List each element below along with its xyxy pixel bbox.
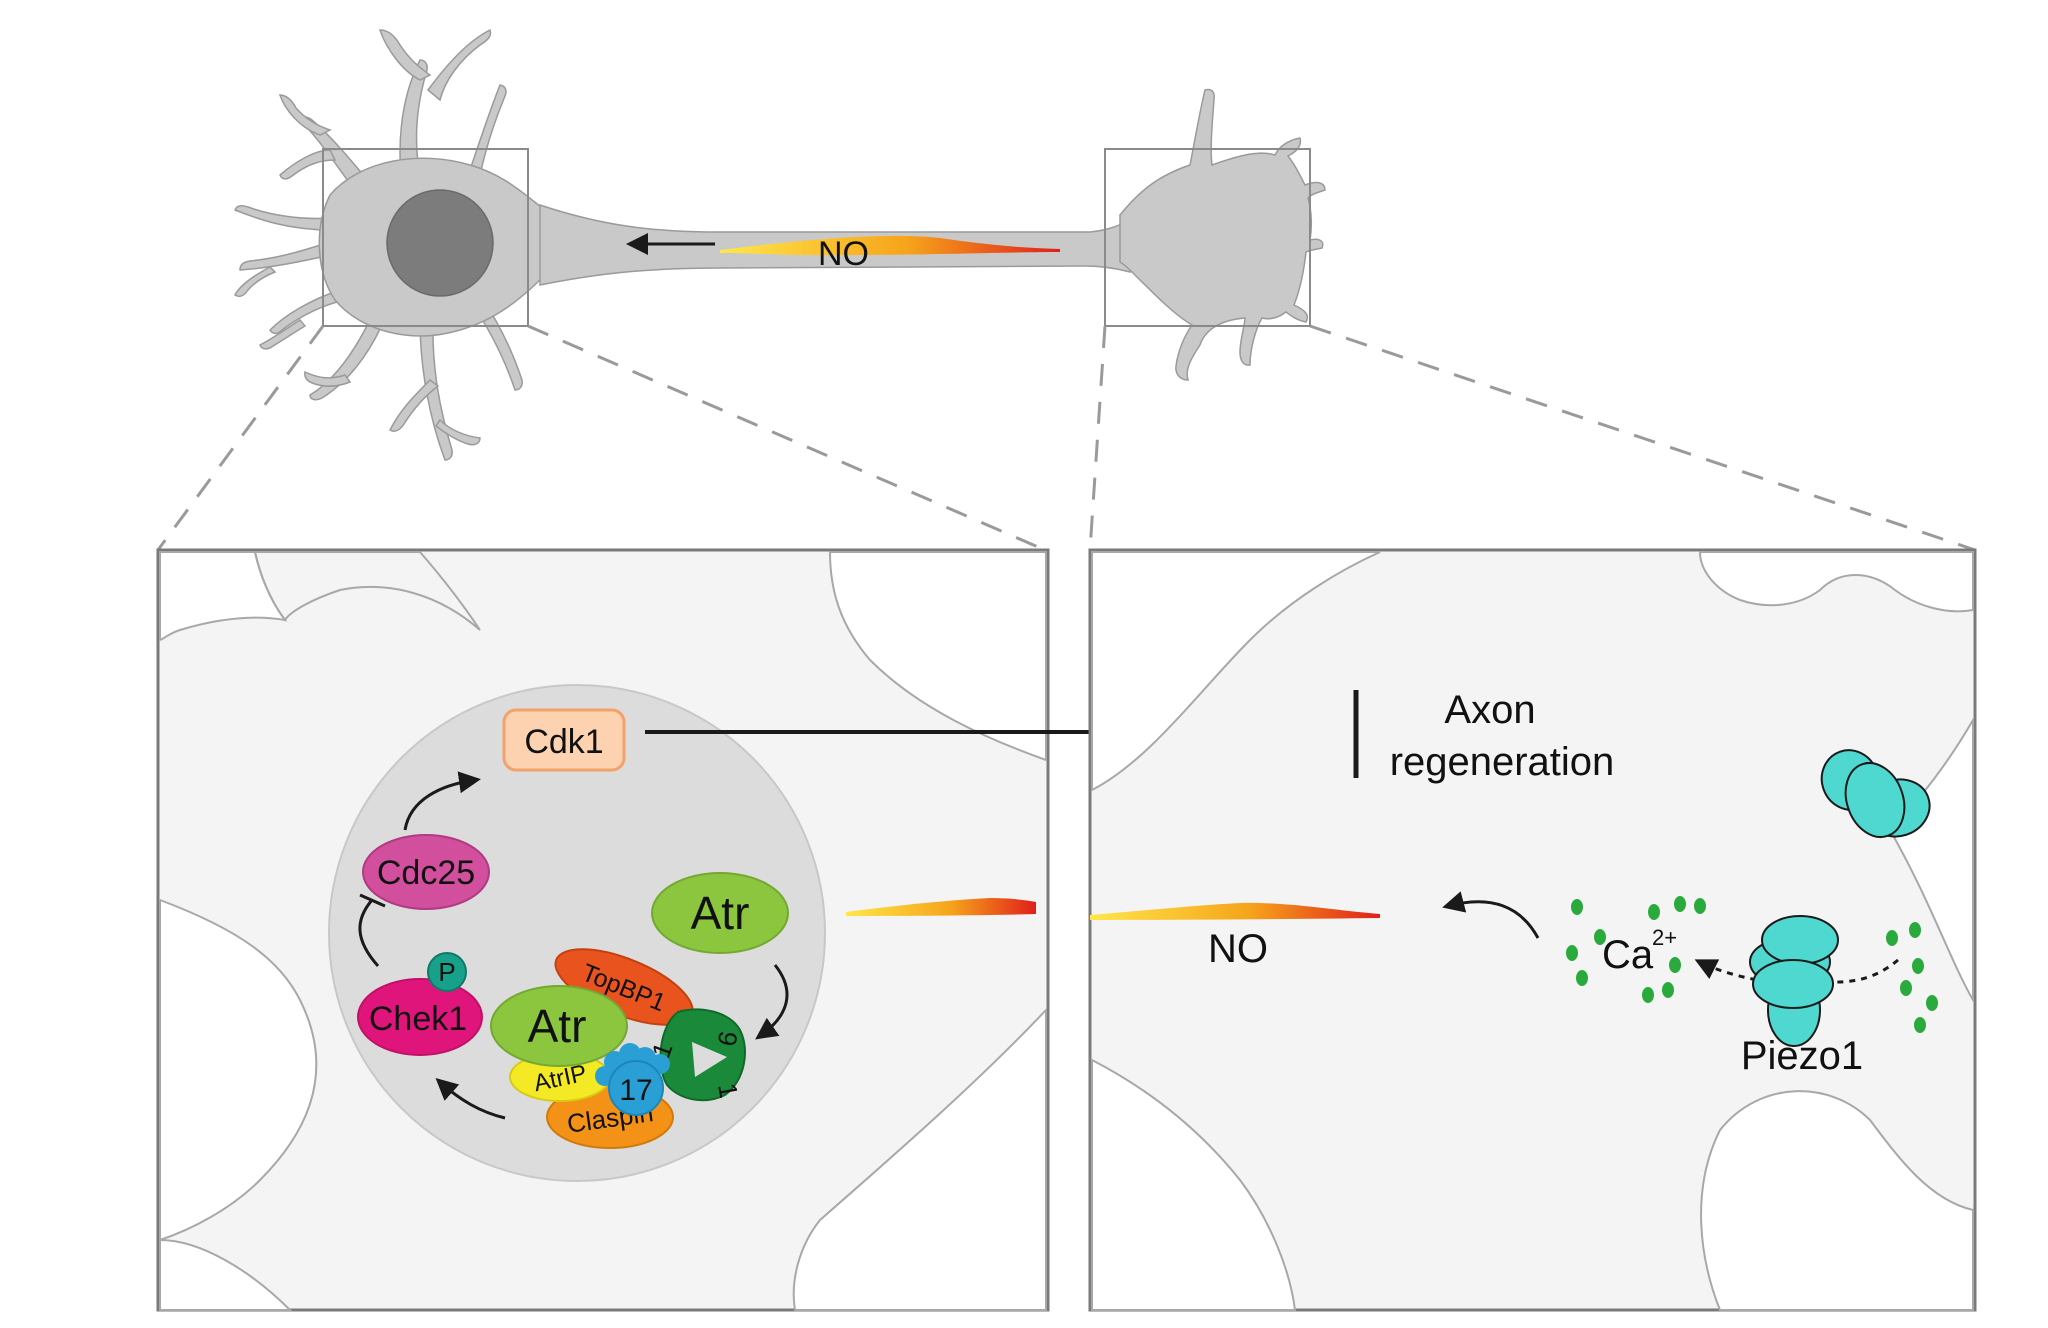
soma-membrane-outlines	[159, 551, 1047, 1311]
regeneration-label: regeneration	[1390, 740, 1615, 784]
phospho-group: P	[427, 952, 467, 992]
neuron: NO	[234, 28, 1326, 461]
arrow-atr-to-complex	[755, 964, 789, 1040]
svg-text:Atr: Atr	[528, 1000, 587, 1052]
axon-label: Axon	[1444, 688, 1535, 732]
arrow-cdc25-to-cdk1	[403, 771, 481, 831]
no-gradient-soma	[846, 898, 1036, 916]
no-gradient-growth-cone	[1090, 902, 1380, 920]
piezo1-label: Piezo1	[1741, 1034, 1863, 1078]
growth-cone	[1119, 88, 1326, 381]
svg-text:Chek1: Chek1	[369, 1000, 467, 1038]
piezo1-membrane	[1820, 749, 1931, 838]
atr-complex: Atr	[490, 985, 628, 1067]
svg-text:Ca: Ca	[1602, 933, 1654, 977]
svg-text:Cdk1: Cdk1	[524, 723, 603, 761]
inhibition-bar-cdc25	[359, 893, 386, 908]
svg-text:17: 17	[619, 1074, 652, 1107]
no-gradient-axon	[720, 235, 1060, 256]
svg-text:P: P	[438, 957, 455, 987]
zoom-connectors	[156, 324, 1976, 552]
inhibition-chek1-to-cdc25	[358, 899, 380, 967]
piezo-to-ca-arrow	[1694, 959, 1769, 984]
nucleus	[386, 189, 494, 297]
growth-cone-membrane-outlines	[1091, 551, 1974, 1311]
soma-panel: Cdk1 Cdc25 Chek1 P Atr TopBP1	[156, 548, 1355, 1312]
calcium-dots	[1566, 896, 1938, 1033]
growth-cone-panel: Axon regeneration NO Ca 2+	[1088, 548, 1977, 1312]
svg-text:9: 9	[712, 1029, 744, 1048]
svg-text:Cdc25: Cdc25	[377, 854, 475, 892]
cdc25: Cdc25	[362, 834, 490, 910]
svg-text:1: 1	[712, 1081, 744, 1100]
calcium-ion: Ca 2+	[1602, 925, 1677, 977]
svg-text:2+: 2+	[1652, 925, 1677, 950]
soma-zoom-box	[322, 148, 529, 327]
arrow-complex-to-chek1	[435, 1077, 506, 1120]
rad17: 17	[595, 1043, 670, 1116]
ca-to-no-arrow	[1442, 891, 1540, 939]
atr-free: Atr	[651, 872, 789, 954]
svg-text:Atr: Atr	[691, 887, 750, 939]
chek1: Chek1	[357, 978, 483, 1056]
axon-no-label: NO	[818, 235, 869, 273]
ca-influx-dashed	[1829, 958, 1899, 984]
dendrites	[234, 28, 523, 461]
cdk1: Cdk1	[502, 708, 626, 772]
growth-cone-zoom-box	[1104, 148, 1311, 327]
growth-cone-no-label: NO	[1208, 927, 1268, 971]
piezo1-channel	[1749, 915, 1839, 1047]
